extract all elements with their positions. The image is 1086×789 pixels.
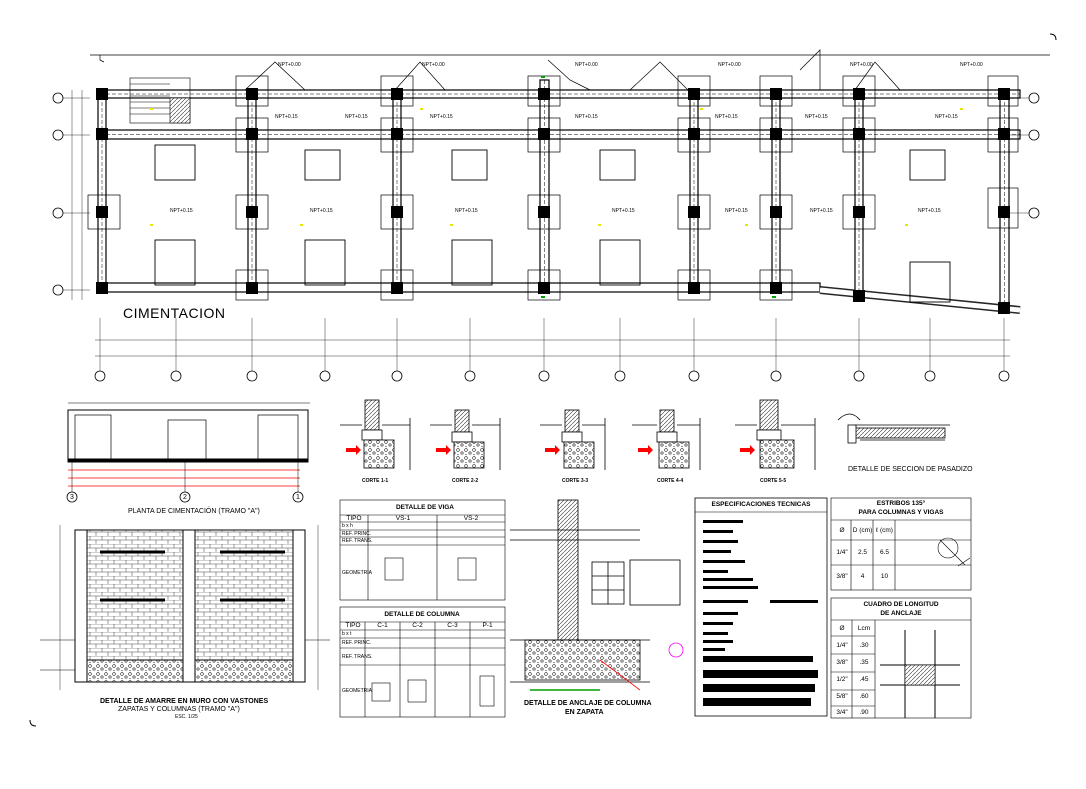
level-top-6: NPT+0.00 (960, 62, 983, 68)
stirrup-r2-l: 10 (880, 573, 889, 580)
anchor-r2-l: .35 (859, 659, 869, 666)
level-mid-6: NPT+0.15 (805, 114, 828, 120)
stirrup-table-grid (830, 497, 972, 591)
wall-caption-2: ZAPATAS Y COLUMNAS (TRAMO "A") (118, 706, 240, 713)
wall-scale: ESC. 1/25 (175, 714, 198, 720)
viga-row-trans: REF. TRANS. (342, 538, 373, 544)
level-mid-5: NPT+0.15 (715, 114, 738, 120)
anchor-header-dia: Ø (839, 625, 845, 632)
level-mid-7: NPT+0.15 (935, 114, 958, 120)
anchor-r5-l: .90 (859, 709, 869, 716)
plan-title: CIMENTACION (123, 305, 226, 321)
viga-header-vs1: VS-1 (395, 515, 411, 522)
anchor-r2-dia: 3/8" (836, 659, 848, 666)
pasadizo-caption: DETALLE DE SECCION DE PASADIZO (848, 466, 973, 473)
stirrup-header-dia: Ø (839, 527, 845, 534)
col-row-bxt: b x t (342, 631, 352, 637)
foundation-plan (52, 49, 1050, 382)
tramo-axis-3: 3 (70, 494, 74, 501)
wall-elevation (40, 525, 330, 690)
viga-row-princ: REF. PRINC. (342, 531, 372, 537)
cut-label-3: CORTE 3-3 (562, 478, 589, 484)
col-row-geom: GEOMETRIA (342, 688, 373, 694)
level-top-1: NPT+0.00 (278, 62, 301, 68)
col-header-c1: C-1 (377, 622, 388, 629)
tramo-axis-1: 1 (296, 494, 300, 501)
level-mid-4: NPT+0.15 (575, 114, 598, 120)
viga-table-title: DETALLE DE VIGA (395, 504, 455, 511)
level-room-1: NPT+0.15 (170, 208, 193, 214)
viga-row-bxh: b x h (342, 523, 353, 529)
stirrup-title-1: ESTRIBOS 135° (876, 500, 926, 507)
anchorage-caption-2: EN ZAPATA (565, 709, 604, 716)
spec-panel (694, 497, 828, 717)
anchor-length-title-2: DE ANCLAJE (880, 610, 922, 617)
anchor-r3-l: .45 (859, 676, 869, 683)
level-mid-2: NPT+0.15 (345, 114, 368, 120)
anchor-r5-dia: 3/4" (836, 709, 848, 716)
corner-mark-bl (29, 719, 37, 727)
viga-header-vs2: VS-2 (463, 515, 479, 522)
stirrup-r1-l: 6.5 (879, 549, 890, 556)
col-header-tipo: TIPO (345, 622, 361, 629)
viga-row-geom: GEOMETRIA (342, 570, 373, 576)
corner-mark-tr (1049, 33, 1057, 41)
anchor-r3-dia: 1/2" (836, 676, 848, 683)
level-top-5: NPT+0.00 (850, 62, 873, 68)
wall-caption-1: DETALLE DE AMARRE EN MURO CON VASTONES (100, 698, 269, 705)
stirrup-r1-dia: 1/4" (836, 549, 848, 556)
anchor-r1-dia: 1/4" (836, 642, 848, 649)
viga-table-grid (339, 499, 506, 601)
level-room-3: NPT+0.15 (455, 208, 478, 214)
anchor-r4-dia: 5/8" (836, 693, 848, 700)
stirrup-header-l: ℓ (cm) (876, 527, 893, 534)
spec-title: ESPECIFICACIONES TECNICAS (711, 501, 811, 508)
anchor-length-title-1: CUADRO DE LONGITUD (863, 601, 939, 608)
col-row-princ: REF. PRINC. (342, 640, 372, 646)
stirrup-r2-dia: 3/8" (836, 573, 848, 580)
anchor-length-grid (830, 597, 972, 719)
level-top-3: NPT+0.00 (575, 62, 598, 68)
column-table-title: DETALLE DE COLUMNA (384, 611, 460, 618)
col-header-c2: C-2 (412, 622, 423, 629)
viga-header-tipo: TIPO (346, 515, 362, 522)
cut-label-4: CORTE 4-4 (657, 478, 684, 484)
cut-label-1: CORTE 1-1 (362, 478, 389, 484)
level-mid-1: NPT+0.15 (275, 114, 298, 120)
level-top-4: NPT+0.00 (718, 62, 741, 68)
col-row-trans: REF. TRANS. (342, 654, 373, 660)
level-room-7: NPT+0.15 (918, 208, 941, 214)
anchorage-caption-1: DETALLE DE ANCLAJE DE COLUMNA (524, 700, 652, 707)
column-table-grid (339, 606, 506, 718)
tramo-caption: PLANTA DE CIMENTACIÓN (TRAMO "A") (128, 508, 260, 515)
level-room-6: NPT+0.15 (810, 208, 833, 214)
level-room-2: NPT+0.15 (310, 208, 333, 214)
level-mid-3: NPT+0.15 (430, 114, 453, 120)
section-cuts (340, 399, 950, 470)
anchor-r1-l: .30 (859, 642, 869, 649)
stirrup-title-2: PARA COLUMNAS Y VIGAS (858, 509, 944, 516)
tramo-axis-2: 2 (183, 494, 187, 501)
col-header-c3: C-3 (447, 622, 458, 629)
level-room-4: NPT+0.15 (612, 208, 635, 214)
level-top-2: NPT+0.00 (422, 62, 445, 68)
anchor-header-l: Lcm (857, 625, 871, 632)
stirrup-header-d: D (cm) (852, 527, 873, 534)
col-header-p1: P-1 (482, 622, 493, 629)
cut-label-2: CORTE 2-2 (452, 478, 479, 484)
anchor-r4-l: .60 (859, 693, 869, 700)
level-room-5: NPT+0.15 (725, 208, 748, 214)
tramo-a-plan (66, 402, 310, 503)
stirrup-r2-d: 4 (860, 573, 865, 580)
anchorage-detail (510, 499, 684, 691)
cut-label-5: CORTE 5-5 (760, 478, 787, 484)
stirrup-r1-d: 2.5 (857, 549, 868, 556)
